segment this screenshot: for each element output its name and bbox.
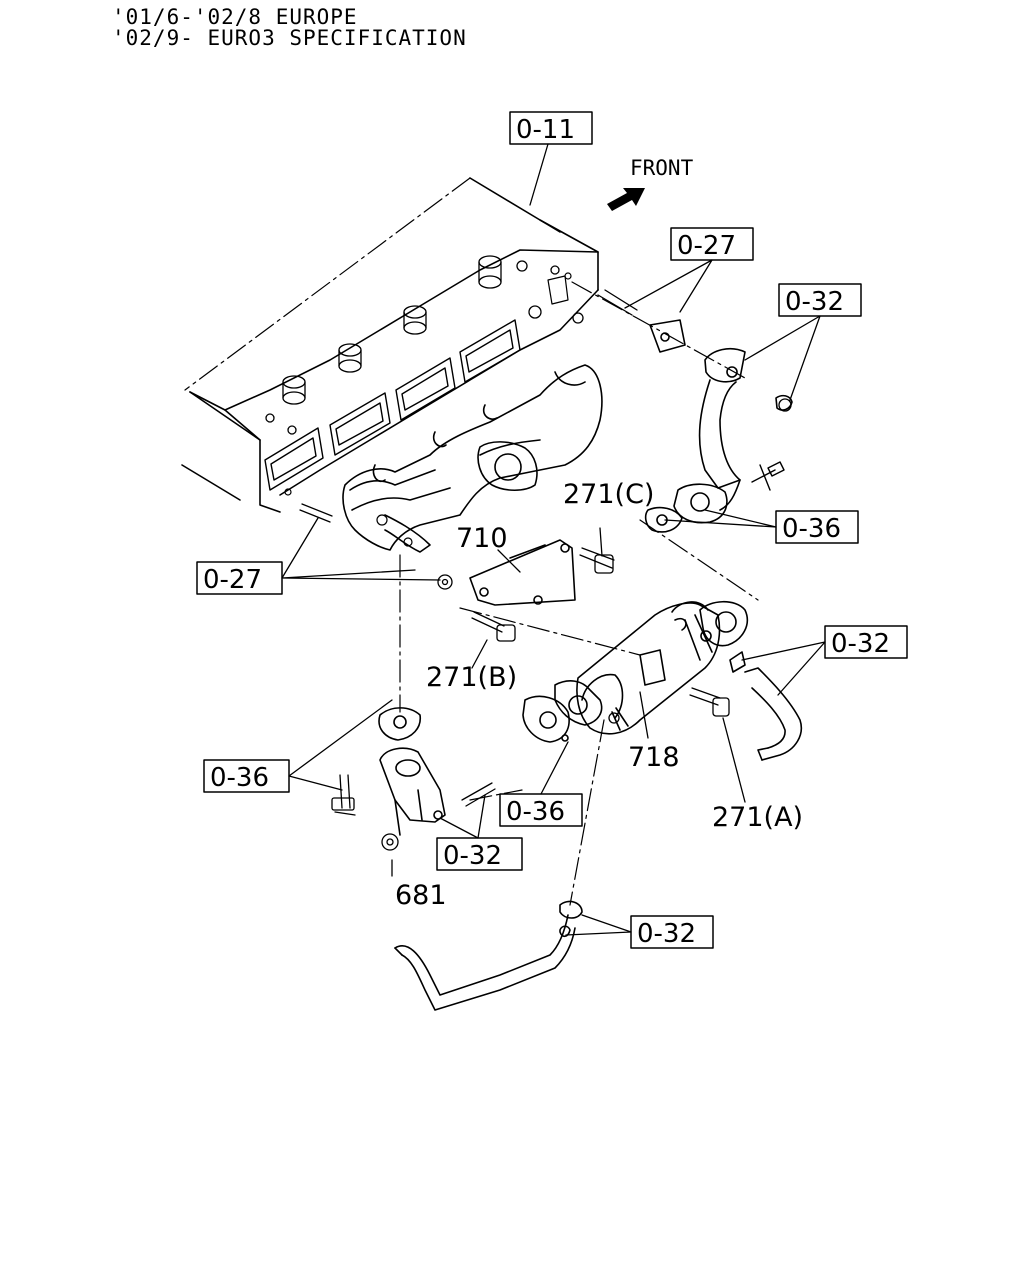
lower-pipe: [394, 900, 583, 1011]
callout-0-11: 0-11: [516, 115, 575, 145]
part-718-label: 718: [628, 742, 680, 773]
callout-0-32-mid: 0-32: [831, 629, 890, 659]
egr-upper-pipe: [644, 319, 793, 533]
callout-0-32-top: 0-32: [785, 287, 844, 317]
fasteners: [299, 289, 792, 851]
right-hose: [729, 651, 802, 761]
egr-cooler-assembly: [469, 539, 749, 735]
callout-0-36-mid: 0-36: [506, 797, 565, 827]
callout-boxes: [196, 111, 908, 949]
front-label: FRONT: [630, 156, 694, 180]
center-lines: [184, 177, 759, 906]
callout-0-36-left: 0-36: [210, 763, 269, 793]
callout-0-32-low: 0-32: [443, 841, 502, 871]
part-681-label: 681: [395, 880, 447, 911]
header-line-2: '02/9- EURO3 SPECIFICATION: [112, 26, 467, 50]
part-271b-label: 271(B): [426, 662, 517, 693]
header-line-1: '01/6-'02/8 EUROPE: [112, 5, 358, 29]
part-271a-label: 271(A): [712, 802, 803, 833]
callout-0-27-left: 0-27: [203, 565, 262, 595]
callout-0-32-bottom: 0-32: [637, 919, 696, 949]
leader-lines: [281, 143, 826, 936]
exhaust-manifold: [342, 364, 603, 553]
cylinder-head-block: [181, 177, 599, 513]
callout-0-27-top: 0-27: [677, 231, 736, 261]
lower-adapter: [378, 695, 570, 836]
callout-0-36-right: 0-36: [782, 514, 841, 544]
front-arrow-icon: [607, 188, 645, 211]
part-271c-label: 271(C): [563, 479, 654, 510]
part-710-label: 710: [456, 523, 508, 554]
